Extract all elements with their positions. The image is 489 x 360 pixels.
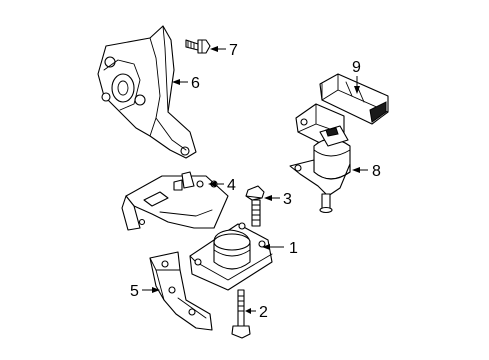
part-8-mount (289, 103, 351, 214)
callout-4: 4 (227, 177, 236, 194)
callout-5: 5 (130, 283, 139, 300)
callout-6: 6 (191, 75, 200, 92)
leader-lines (142, 46, 368, 314)
part-1-insulator (189, 222, 273, 291)
part-2-bolt (231, 289, 251, 339)
part-5-bracket (149, 251, 213, 331)
callout-1: 1 (289, 240, 298, 257)
callout-8: 8 (372, 163, 381, 180)
callout-2: 2 (259, 304, 268, 321)
callout-7: 7 (229, 42, 238, 59)
part-6-bracket (97, 25, 197, 159)
part-7-bolt (185, 39, 211, 54)
callout-3: 3 (283, 191, 292, 208)
part-3-bolt (245, 185, 265, 227)
part-9-pad (319, 73, 389, 125)
callout-9: 9 (352, 59, 361, 76)
part-4-plate (121, 171, 229, 231)
